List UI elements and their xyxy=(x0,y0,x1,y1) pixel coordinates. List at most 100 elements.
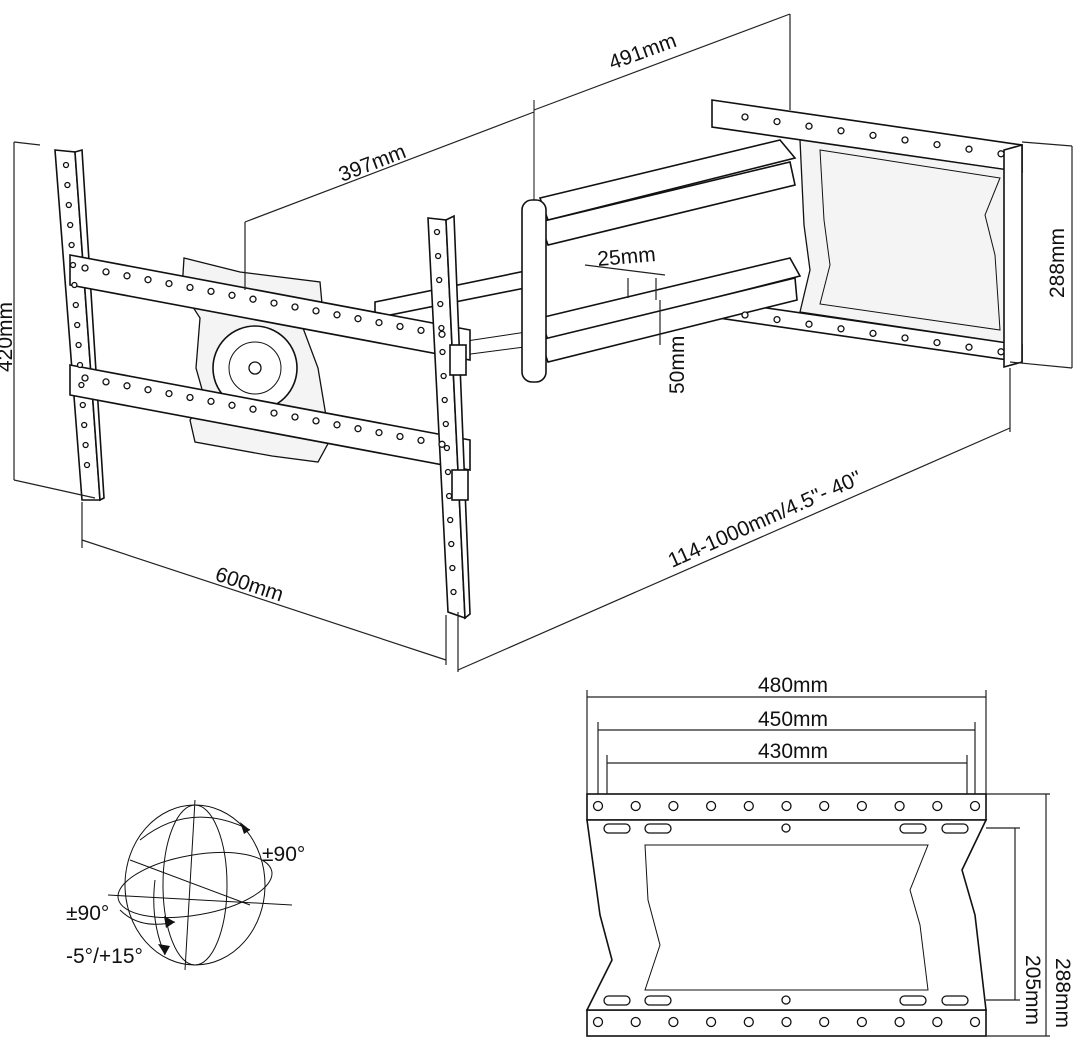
mount-hole xyxy=(64,181,71,189)
mount-hole xyxy=(449,564,456,572)
mount-hole xyxy=(417,326,425,335)
mount-hole xyxy=(76,361,84,369)
mount-hole xyxy=(228,291,236,299)
mount-hole xyxy=(965,145,973,153)
mount-hole xyxy=(450,588,457,596)
mount-hole xyxy=(396,432,404,441)
label-swivel: ±90° xyxy=(262,843,305,866)
mount-hole xyxy=(417,436,425,445)
mount-hole xyxy=(705,1016,717,1028)
mount-hole xyxy=(249,405,257,413)
mount-hole xyxy=(123,272,131,280)
mount-hole xyxy=(434,252,442,260)
mount-hole xyxy=(741,113,749,121)
mount-hole xyxy=(71,281,78,289)
mount-hole xyxy=(312,417,320,425)
mount-hole xyxy=(78,381,85,389)
mount-hole xyxy=(894,1016,905,1028)
mount-hole xyxy=(741,311,749,319)
mount-slot xyxy=(941,995,969,1006)
mount-slot xyxy=(644,823,672,834)
mount-hole xyxy=(444,468,452,476)
label-397mm: 397mm xyxy=(336,140,410,187)
mount-hole xyxy=(62,161,70,169)
mount-hole xyxy=(270,299,278,307)
mount-hole xyxy=(333,311,341,319)
mount-hole xyxy=(69,261,77,269)
mount-hole xyxy=(68,241,75,249)
label-tilt: -5°/+15° xyxy=(66,945,143,968)
mount-hole xyxy=(291,413,299,421)
label-rotate: ±90° xyxy=(66,902,109,925)
mount-hole xyxy=(743,800,754,812)
mount-hole xyxy=(312,307,320,315)
mount-hole xyxy=(438,330,446,338)
mount-hole xyxy=(445,492,453,500)
mount-hole xyxy=(965,343,973,351)
mount-hole xyxy=(144,386,152,394)
label-25mm: 25mm xyxy=(596,243,656,271)
mount-hole xyxy=(901,136,909,144)
mount-hole xyxy=(79,401,86,409)
mount-hole xyxy=(856,800,868,812)
mount-hole xyxy=(997,348,1005,356)
mount-hole xyxy=(932,1016,943,1028)
mount-slot xyxy=(941,823,969,834)
mount-hole xyxy=(447,516,454,524)
wall-plate-detail: 480mm 450mm 430mm 205mm 288mm xyxy=(585,674,1074,1037)
mount-hole xyxy=(74,321,81,329)
mount-hole xyxy=(81,264,89,272)
mount-hole xyxy=(436,276,443,284)
mount-hole xyxy=(396,322,404,331)
mount-hole xyxy=(65,201,72,209)
mount-hole xyxy=(433,228,441,236)
mount-hole xyxy=(102,378,110,386)
mount-hole xyxy=(668,800,679,812)
swivel-arrow-icon xyxy=(139,816,251,841)
mount-hole xyxy=(743,1016,754,1028)
mount-hole xyxy=(81,374,89,382)
mount-hole xyxy=(81,421,88,429)
mount-hole xyxy=(186,393,194,402)
label-600mm: 600mm xyxy=(212,563,286,607)
mount-hole xyxy=(102,268,110,276)
label-288mm-detail: 288mm xyxy=(1051,958,1074,1028)
mount-hole xyxy=(592,800,604,812)
main-mount-drawing xyxy=(54,99,1023,620)
mount-hole xyxy=(781,823,791,833)
mount-hole xyxy=(375,318,383,327)
mount-hole xyxy=(448,540,455,548)
mount-hole xyxy=(932,800,943,812)
mount-hole xyxy=(375,428,383,437)
mount-hole xyxy=(997,150,1005,158)
mount-slot xyxy=(603,823,631,834)
mount-hole xyxy=(438,324,445,332)
mount-hole xyxy=(805,320,813,328)
mount-hole xyxy=(901,334,909,342)
mount-hole xyxy=(72,301,79,309)
mount-hole xyxy=(781,995,791,1005)
mount-hole xyxy=(83,461,91,469)
mount-hole xyxy=(969,800,981,812)
mount-hole xyxy=(437,300,444,308)
mount-hole xyxy=(856,1016,868,1028)
mount-hole xyxy=(270,409,278,417)
mount-hole xyxy=(869,329,877,338)
label-50mm: 50mm xyxy=(666,336,689,394)
mount-hole xyxy=(440,372,447,380)
mount-hole xyxy=(819,800,830,812)
mount-slot xyxy=(899,823,927,834)
mount-slot xyxy=(603,995,631,1006)
mount-hole xyxy=(592,1016,604,1028)
mount-hole xyxy=(165,279,173,288)
mount-hole xyxy=(705,800,717,812)
mount-hole xyxy=(354,425,362,433)
mount-hole xyxy=(249,295,257,303)
label-450mm: 450mm xyxy=(758,708,828,731)
mount-hole xyxy=(333,421,341,429)
mount-slot xyxy=(644,995,672,1006)
right-vertical-bracket xyxy=(427,214,471,620)
mount-hole xyxy=(144,276,152,284)
wall-plate-iso xyxy=(711,99,1023,369)
